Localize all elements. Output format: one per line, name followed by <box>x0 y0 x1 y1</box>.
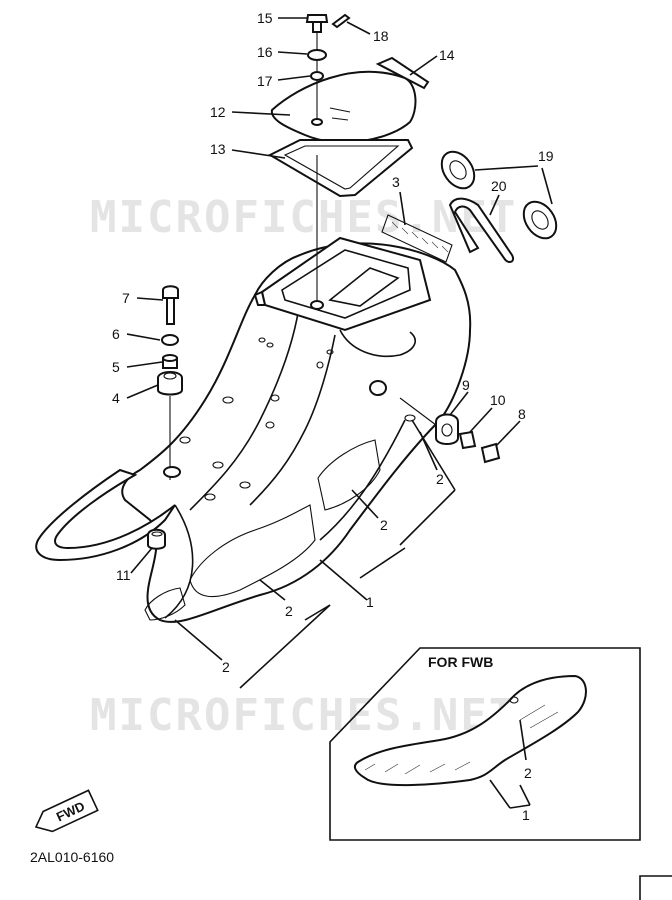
seal-strip-part-14 <box>375 56 430 90</box>
callout-2-lower: 2 <box>285 603 293 619</box>
callout-1: 1 <box>366 594 374 610</box>
seat-strap <box>35 468 176 562</box>
callout-12: 12 <box>210 104 226 120</box>
callout-3: 3 <box>392 174 400 190</box>
callout-16: 16 <box>257 44 273 60</box>
cover-hole <box>311 118 323 126</box>
bolt-shank-part-7 <box>166 297 175 325</box>
seat-center-line <box>249 334 336 506</box>
collar-part-10 <box>458 430 477 450</box>
washer-part-16 <box>307 49 327 61</box>
watermark-bottom: MICROFICHES.NET <box>90 690 517 741</box>
damper-part-9 <box>435 413 459 445</box>
inset-title: FOR FWB <box>428 654 493 670</box>
callout-4: 4 <box>112 390 120 406</box>
bolt-head-part-8 <box>480 442 501 464</box>
callout-18: 18 <box>373 28 389 44</box>
tail-corner <box>253 290 267 306</box>
callout-15: 15 <box>257 10 273 26</box>
washer-part-17 <box>310 71 324 81</box>
callout-8: 8 <box>518 406 526 422</box>
inset-seat-cover <box>353 674 587 787</box>
callout-17: 17 <box>257 73 273 89</box>
tail-opening-recess <box>328 267 400 307</box>
fwd-arrow: FWD <box>34 789 99 833</box>
callout-13: 13 <box>210 141 226 157</box>
seat-ridge <box>189 299 301 511</box>
bolt-head-part-7 <box>162 285 179 299</box>
callout-5: 5 <box>112 359 120 375</box>
callout-14: 14 <box>439 47 455 63</box>
callout-20: 20 <box>491 178 507 194</box>
band-part-20 <box>448 197 514 263</box>
seat-shell <box>121 242 472 623</box>
callout-9: 9 <box>462 377 470 393</box>
callout-2-right: 2 <box>436 471 444 487</box>
damper-part-4 <box>157 371 183 396</box>
watermark-top: MICROFICHES.NET <box>90 192 517 243</box>
gasket-part-13 <box>267 139 414 198</box>
seat-assembly <box>35 236 472 623</box>
screw-shank-part-15 <box>312 21 322 33</box>
callout-2-front: 2 <box>222 659 230 675</box>
callout-11: 11 <box>116 567 131 583</box>
fwd-label: FWD <box>54 798 87 824</box>
cover-fasteners <box>305 13 351 310</box>
seat-latch-hole <box>310 300 324 310</box>
tail-cover-part-12 <box>270 70 417 144</box>
callout-10: 10 <box>490 392 506 408</box>
callout-19: 19 <box>538 148 554 164</box>
callout-2-mid: 2 <box>380 517 388 533</box>
callout-7: 7 <box>122 290 130 306</box>
grommet-part-19b <box>522 200 558 240</box>
callout-labels: 15 18 16 14 17 12 13 19 3 20 7 6 5 4 9 1… <box>112 10 554 675</box>
clip-part-18 <box>331 13 351 29</box>
mounting-holes <box>179 337 416 501</box>
leader-lines <box>126 17 553 689</box>
right-fasteners <box>399 397 501 464</box>
inset-seat-hatch <box>364 704 559 775</box>
damper-part-11 <box>147 528 166 550</box>
diagram-code: 2AL010-6160 <box>30 849 114 865</box>
tail-grommets <box>440 150 558 263</box>
left-fasteners <box>147 285 183 550</box>
tail-cover-assembly <box>267 70 417 198</box>
gasket-inner <box>283 145 400 190</box>
tail-opening-inner <box>281 249 411 319</box>
emblem-part-3 <box>381 214 453 263</box>
seat-pads <box>144 439 381 621</box>
grommet-part-19a <box>440 150 476 190</box>
inset-callout-1: 1 <box>522 807 530 823</box>
inset-callout-2: 2 <box>524 765 532 781</box>
seat-front-fold <box>164 504 194 619</box>
tail-cover-marking <box>329 107 351 121</box>
screw-head-part-15 <box>305 14 329 23</box>
seat-step-line <box>339 329 416 357</box>
callout-6: 6 <box>112 326 120 342</box>
inset-frame <box>329 647 641 841</box>
page-corner-mark <box>639 875 672 900</box>
washer-part-6 <box>161 334 179 346</box>
inset-fwb: FOR FWB 2 1 <box>329 647 641 841</box>
